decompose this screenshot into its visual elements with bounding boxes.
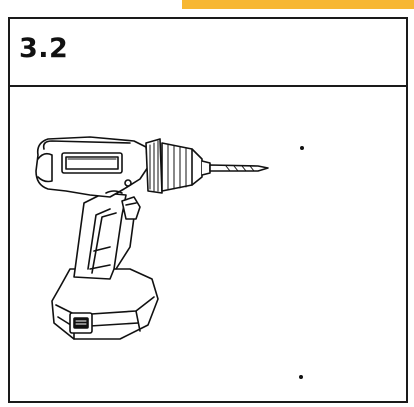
drill-body (35, 136, 149, 198)
clutch-ring (145, 138, 163, 194)
cordless-drill-illustration (35, 136, 269, 340)
step-header: 3.2 (10, 19, 406, 85)
drill-grip (73, 192, 135, 280)
step-number: 3.2 (19, 33, 69, 64)
bullet-point (299, 375, 303, 379)
drill-bit (209, 164, 269, 172)
accent-bar (182, 0, 414, 9)
chuck (161, 142, 211, 192)
header-divider (10, 85, 406, 87)
trigger (121, 196, 141, 220)
battery-pack (51, 268, 159, 340)
bullet-point (300, 146, 304, 150)
step-panel: 3.2 (8, 17, 408, 403)
